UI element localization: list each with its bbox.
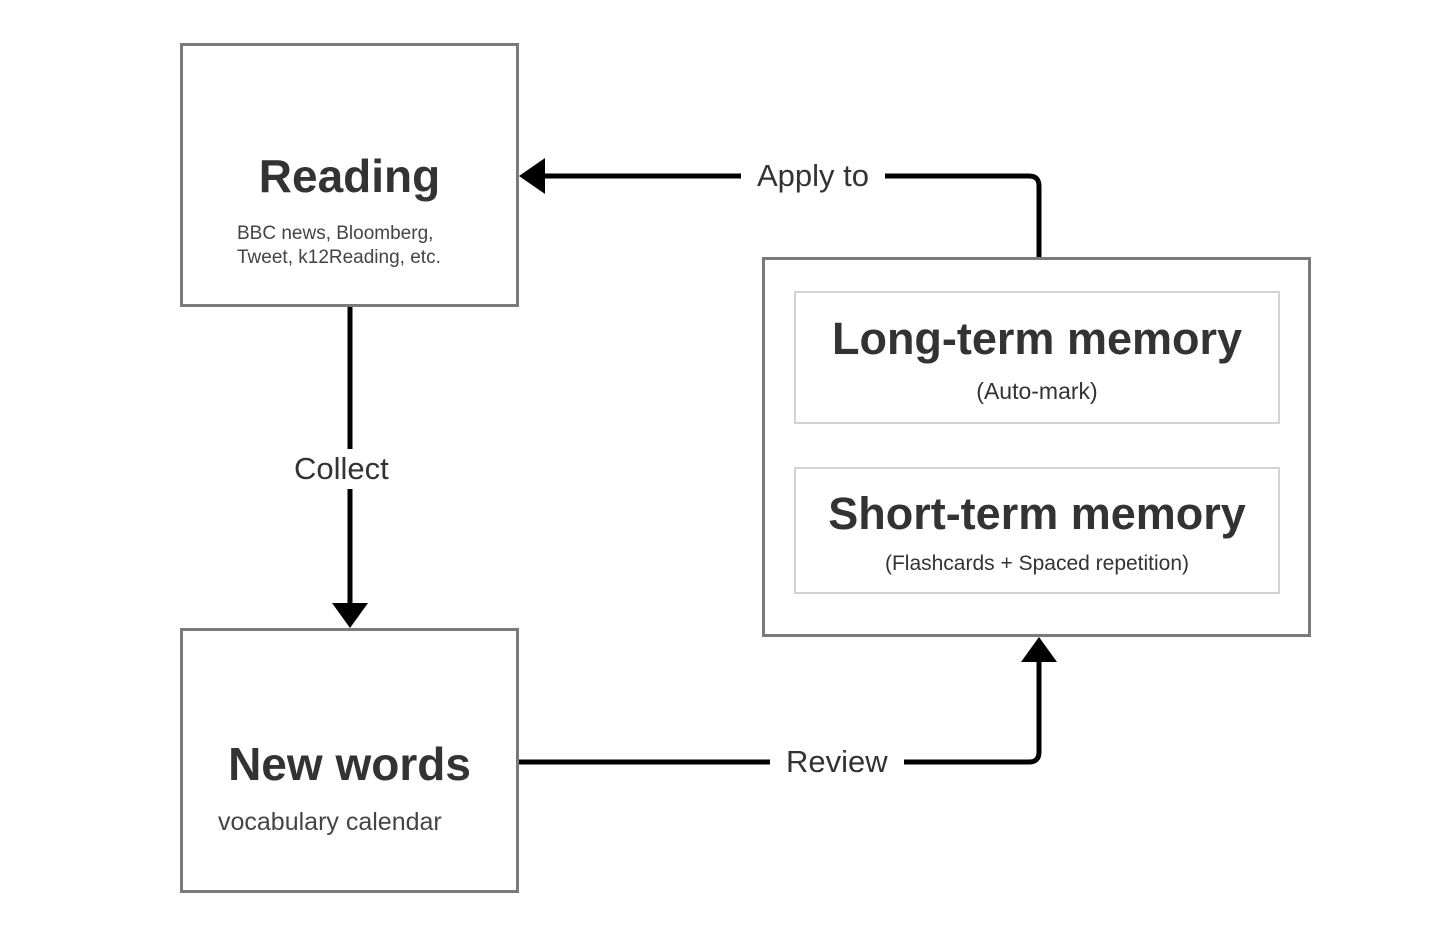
apply-to-label: Apply to <box>741 156 886 196</box>
new-words-subtitle: vocabulary calendar <box>218 808 442 836</box>
reading-node: Reading BBC news, Bloomberg, Tweet, k12R… <box>180 43 519 307</box>
apply-arrowhead <box>519 158 545 194</box>
long-term-memory-box: Long-term memory (Auto-mark) <box>794 291 1280 424</box>
long-term-memory-subtitle: (Auto-mark) <box>976 378 1098 404</box>
collect-label: Collect <box>288 449 395 489</box>
review-arrowhead <box>1021 637 1057 662</box>
reading-subtitle-line2: Tweet, k12Reading, etc. <box>237 247 441 268</box>
new-words-node: New words vocabulary calendar <box>180 628 519 893</box>
memory-container: Long-term memory (Auto-mark) Short-term … <box>762 257 1311 637</box>
short-term-memory-subtitle: (Flashcards + Spaced repetition) <box>884 552 1190 575</box>
new-words-title: New words <box>228 738 471 790</box>
short-term-memory-box: Short-term memory (Flashcards + Spaced r… <box>794 467 1280 594</box>
apply-arrow-line <box>545 173 1042 257</box>
long-term-memory-title: Long-term memory <box>831 313 1243 364</box>
review-label: Review <box>770 742 904 782</box>
review-arrow-line <box>518 660 1042 765</box>
reading-subtitle-line1: BBC news, Bloomberg, <box>237 223 434 244</box>
collect-arrowhead <box>332 603 368 628</box>
short-term-memory-title: Short-term memory <box>828 488 1246 539</box>
reading-title: Reading <box>258 150 441 202</box>
